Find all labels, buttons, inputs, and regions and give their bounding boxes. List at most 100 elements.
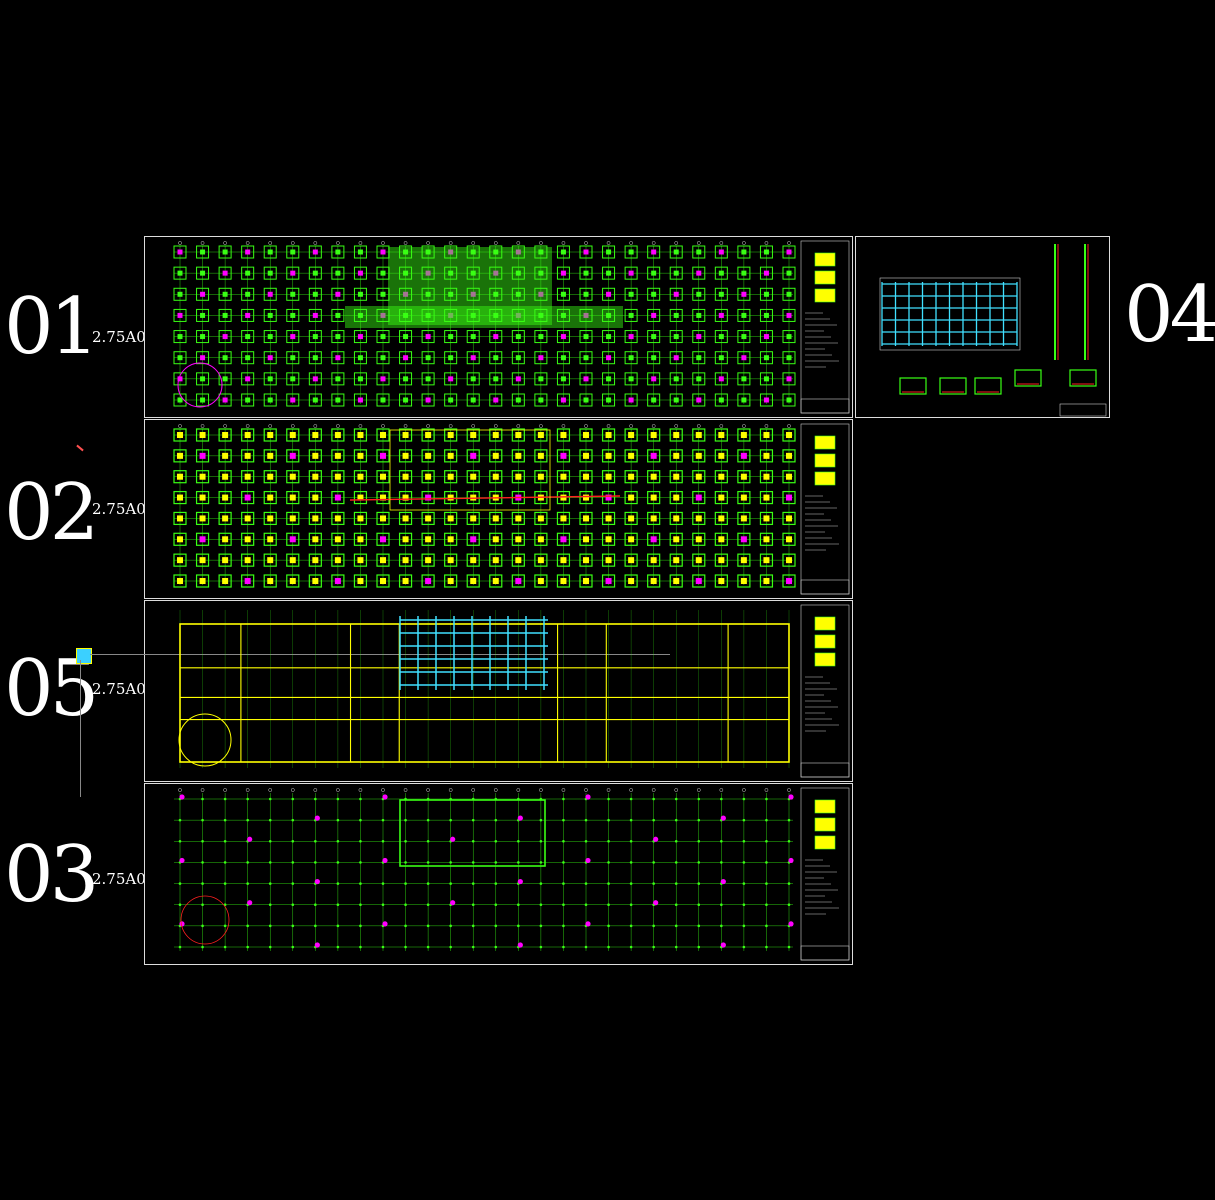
drawing-sheet-05[interactable] <box>144 600 853 782</box>
sheet-01-footing <box>511 287 525 301</box>
sheet-01-footing <box>511 330 525 344</box>
sheet-01-footing <box>286 245 300 259</box>
sheet-01-footing <box>782 393 796 407</box>
sheet-01-footing <box>782 372 796 386</box>
sheet-02-pile-cap <box>376 574 390 588</box>
sheet-02-column <box>447 452 454 459</box>
sheet-02-column <box>763 578 770 584</box>
sheet-02-pile-cap <box>511 511 525 526</box>
sheet-01-column <box>470 312 476 318</box>
sheet-02-column <box>763 536 770 543</box>
sheet-02-column <box>312 494 319 501</box>
sheet-01-column <box>177 291 183 297</box>
sheet-02-pile-cap <box>579 449 593 463</box>
sheet-03-pile <box>697 861 701 864</box>
sheet-02-pile-cap <box>173 490 187 505</box>
sheet-02-column <box>537 578 544 584</box>
sheet-01-axis-bubble <box>245 241 250 245</box>
sheet-03-pile <box>201 945 204 949</box>
sheet-02-pile-cap <box>647 449 661 463</box>
sheet-03-pile <box>201 924 204 928</box>
sheet-03-pile <box>674 903 678 907</box>
sheet-01-footing <box>647 351 661 365</box>
sheet-01-column <box>245 334 251 340</box>
sheet-01-column <box>357 397 363 403</box>
sheet-01-footing <box>647 266 661 280</box>
sheet-01-column <box>222 355 228 361</box>
sheet-01-column <box>696 249 702 255</box>
sheet-03-pile <box>449 861 452 864</box>
sheet-01-footing <box>173 351 187 365</box>
sheet-01-column <box>741 249 747 255</box>
sheet-01-column <box>245 397 251 403</box>
sheet-02-pile-cap <box>579 470 593 484</box>
sheet-02-column <box>786 578 792 584</box>
sheet-01-column <box>357 270 363 276</box>
sheet-01-footing <box>173 308 187 322</box>
sheet-01-footing <box>218 372 232 386</box>
sheet-02-axis-bubble <box>787 424 791 428</box>
sheet-03-pile <box>697 903 701 907</box>
sheet-01-column <box>403 334 409 340</box>
sheet-02-column <box>177 515 183 522</box>
sheet-02-column <box>312 432 319 438</box>
sheet-01-footing <box>353 393 367 407</box>
sheet-02-column <box>402 432 409 438</box>
sheet-03-pile <box>359 882 362 885</box>
sheet-01-column <box>493 270 499 276</box>
sheet-02-pile-cap <box>286 449 300 463</box>
sheet-02-pile-cap <box>376 449 390 463</box>
sheet-01-footing <box>602 393 616 407</box>
sheet-02-column <box>537 515 544 522</box>
sheet-03-pile <box>607 839 610 843</box>
sheet-01-footing <box>534 330 548 344</box>
sheet-01-footing <box>196 266 210 280</box>
sheet-02-pile-cap <box>534 532 548 546</box>
sheet-01-footing <box>444 245 458 259</box>
sheet-02-column <box>199 536 206 543</box>
drawing-sheet-02[interactable] <box>144 419 853 599</box>
sheet-02-column <box>402 557 409 564</box>
sheet-02-core-outline <box>389 429 551 511</box>
sheet-03-pile <box>562 903 565 907</box>
sheet-01-axis-bubble <box>223 241 227 245</box>
sheet-01-column <box>696 334 702 340</box>
drawing-sheet-01[interactable] <box>144 236 853 418</box>
sheet-01-footing <box>308 287 322 301</box>
sheet-03-pile <box>539 818 543 822</box>
sheet-03-axis-bubble <box>358 788 363 792</box>
sheet-02-column <box>267 536 274 543</box>
sheet-01-footing <box>444 308 458 322</box>
sheet-03-pile-mark <box>314 942 320 948</box>
sheet-02-pile-cap <box>624 574 638 588</box>
sheet-03-pile <box>517 924 520 928</box>
sheet-01-column <box>651 355 657 361</box>
sheet-01-footing <box>466 330 480 344</box>
sheet-02-column <box>334 557 341 564</box>
sheet-01-footing <box>714 351 728 365</box>
sheet-02-pile-cap <box>173 553 187 567</box>
sheet-02-column <box>177 557 183 564</box>
sheet-01-column <box>493 355 499 361</box>
sheet-01-footing <box>466 372 480 386</box>
sheet-number-03: 03 <box>4 830 99 920</box>
sheet-02-column <box>537 432 544 438</box>
sheet-02-pile-cap <box>669 470 683 484</box>
sheet-01-footing <box>489 372 503 386</box>
sheet-01-footing <box>376 308 390 322</box>
drawing-sheet-04[interactable] <box>855 236 1110 418</box>
sheet-02-column <box>673 432 680 438</box>
sheet-02-pile-cap <box>737 490 751 505</box>
sheet-scale-01: 2.75A0 <box>92 328 146 346</box>
sheet-01-column <box>538 270 544 276</box>
sheet-02-column <box>763 515 770 522</box>
sheet-01-footing <box>534 308 548 322</box>
sheet-03-pile <box>291 903 295 907</box>
sheet-01-footing <box>782 287 796 301</box>
sheet-01-footing <box>669 372 683 386</box>
sheet-03-pile <box>291 818 295 822</box>
sheet-01-footing <box>331 351 345 365</box>
sheet-03-pile <box>539 945 543 949</box>
sheet-03-pile <box>201 797 204 801</box>
drawing-sheet-03[interactable] <box>144 783 853 965</box>
